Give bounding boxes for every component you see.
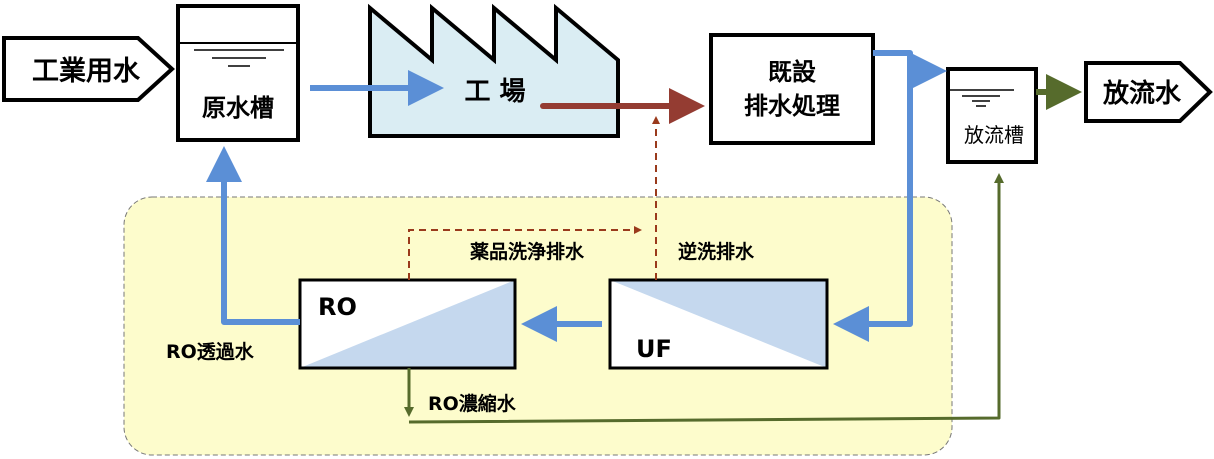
existing-treatment-node[interactable]: 既設 排水処理 — [709, 33, 875, 145]
raw-water-tank[interactable]: 原水槽 — [176, 4, 300, 142]
discharge-tank-label: 放流槽 — [964, 123, 1024, 147]
chemical-cleaning-drain-line — [408, 226, 642, 280]
treatment-to-uf-arrow — [833, 60, 913, 342]
ro-permeate-arrow — [206, 146, 300, 325]
discharge-water-node[interactable]: 放流水 — [1084, 61, 1213, 123]
discharge-water-label: 放流水 — [1102, 78, 1182, 109]
ro-concentrate-line — [408, 173, 1004, 424]
ro-permeate-label: RO透過水 — [166, 341, 255, 363]
ro-concentrate-label: RO濃縮水 — [428, 392, 517, 415]
industrial-water-label: 工業用水 — [32, 56, 141, 87]
raw-water-tank-label: 原水槽 — [202, 94, 274, 122]
backwash-drain-label: 逆洗排水 — [678, 240, 755, 263]
ro-label: RO — [318, 293, 357, 321]
treatment-to-discharge-arrow — [873, 50, 947, 89]
existing-treatment-label-1: 既設 — [768, 58, 817, 86]
chemical-cleaning-drain-label: 薬品洗浄排水 — [469, 240, 585, 263]
factory-node[interactable]: 工 場 — [368, 3, 620, 138]
ro-module[interactable]: RO — [298, 278, 517, 370]
uf-module[interactable]: UF — [608, 278, 829, 370]
uf-label: UF — [636, 335, 672, 363]
discharge-tank[interactable]: 放流槽 — [946, 67, 1038, 164]
industrial-water-node[interactable]: 工業用水 — [2, 36, 175, 102]
factory-label: 工 場 — [464, 77, 525, 107]
existing-treatment-label-2: 排水処理 — [744, 92, 840, 120]
